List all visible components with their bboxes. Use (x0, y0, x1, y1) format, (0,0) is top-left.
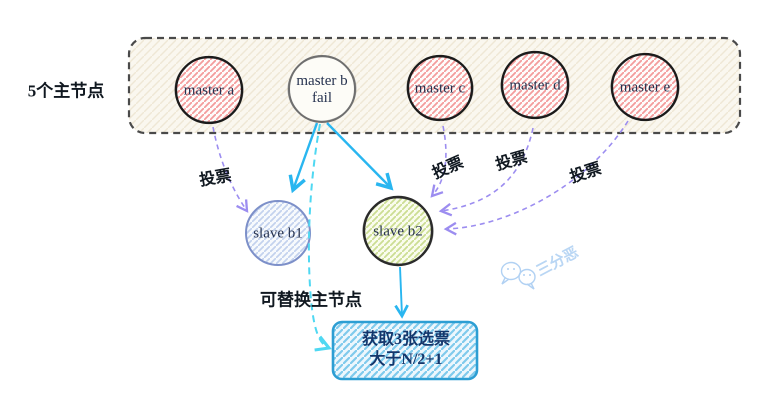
master-b-status: fail (311, 90, 332, 106)
slave-b1-label: slave b1 (253, 225, 303, 242)
vote-arrow-master-a-to-slave-b1 (212, 126, 249, 213)
vote-arrow-master-c-to-slave-b2 (430, 125, 447, 198)
vote-arrow-master-d-to-slave-b2 (438, 127, 534, 217)
master-a-label: master a (183, 82, 235, 99)
result-box-line1: 获取3张选票 (361, 331, 451, 348)
master-b-label: master b fail (296, 73, 347, 107)
cluster-label: 5个主节点 (27, 81, 105, 101)
node-slave-b2[interactable] (359, 193, 438, 268)
result-box-text: 获取3张选票 大于N/2+1 (362, 330, 450, 370)
replace-master-label: 可替换主节点 (260, 290, 362, 310)
slave-b2-label: slave b2 (373, 223, 423, 240)
node-master-e[interactable] (606, 50, 684, 125)
arrow-slave-b2-to-result-box (394, 266, 409, 319)
node-master-a[interactable] (170, 53, 247, 127)
master-e-label: master e (619, 79, 671, 96)
result-box-line2: 大于N/2+1 (369, 351, 443, 368)
failover-arrow-master-b-to-slave-b2 (326, 122, 394, 191)
wechat-icon (500, 261, 536, 290)
replace-arrow-master-b-to-result-box (307, 123, 332, 352)
vote-arrow-master-e-to-slave-b2 (443, 120, 629, 236)
master-d-label: master d (509, 77, 561, 94)
master-b-name: master b (296, 73, 348, 89)
result-box[interactable] (331, 320, 479, 381)
node-master-d[interactable] (496, 48, 573, 122)
failover-arrow-master-b-to-slave-b1 (288, 122, 319, 194)
node-master-b-fail[interactable] (284, 53, 360, 126)
node-master-c[interactable] (403, 53, 476, 123)
master-c-label: master c (414, 80, 466, 97)
